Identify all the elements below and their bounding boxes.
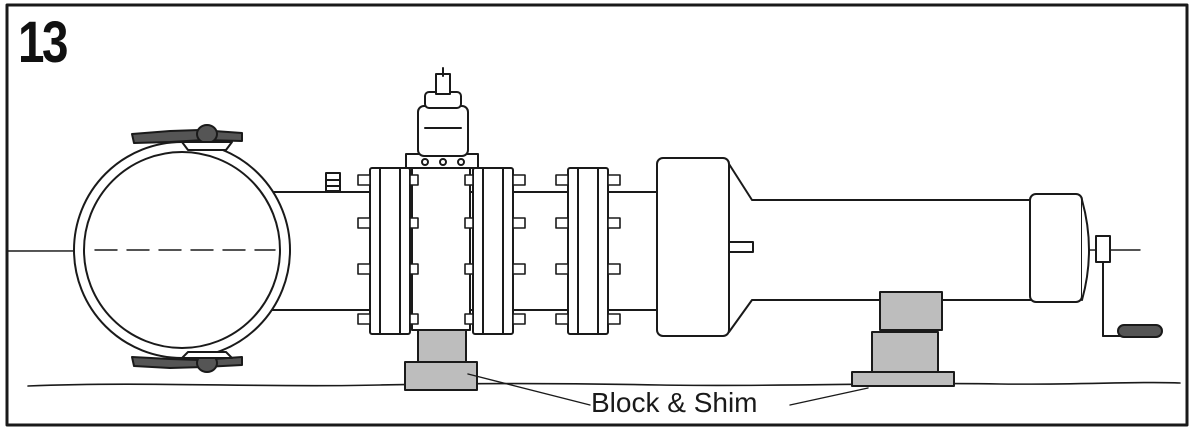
- callout-leaders: [467, 373, 869, 406]
- figure-border: [5, 3, 1189, 427]
- mounting-flange: [656, 157, 730, 337]
- hand-crank-icon: [1095, 235, 1163, 338]
- valve-body: [411, 167, 471, 331]
- flange-2: [472, 167, 514, 335]
- flange-bolts: [357, 174, 621, 325]
- flange-1: [369, 167, 411, 335]
- pipe-fitting: [325, 172, 341, 192]
- block-shim-left: [404, 329, 478, 391]
- clamp-flange-end-view: [73, 141, 291, 359]
- clamp-handle-icon: [131, 124, 243, 151]
- block-shim-label: Block & Shim: [591, 387, 758, 418]
- ground-line: [27, 381, 1181, 387]
- valve-actuator-icon: [405, 67, 479, 169]
- clamp-handle-icon: [131, 351, 243, 373]
- block-shim-right: [851, 291, 955, 387]
- flange-3: [567, 167, 609, 335]
- end-cap: [1029, 193, 1090, 303]
- step-number: 13: [18, 10, 68, 75]
